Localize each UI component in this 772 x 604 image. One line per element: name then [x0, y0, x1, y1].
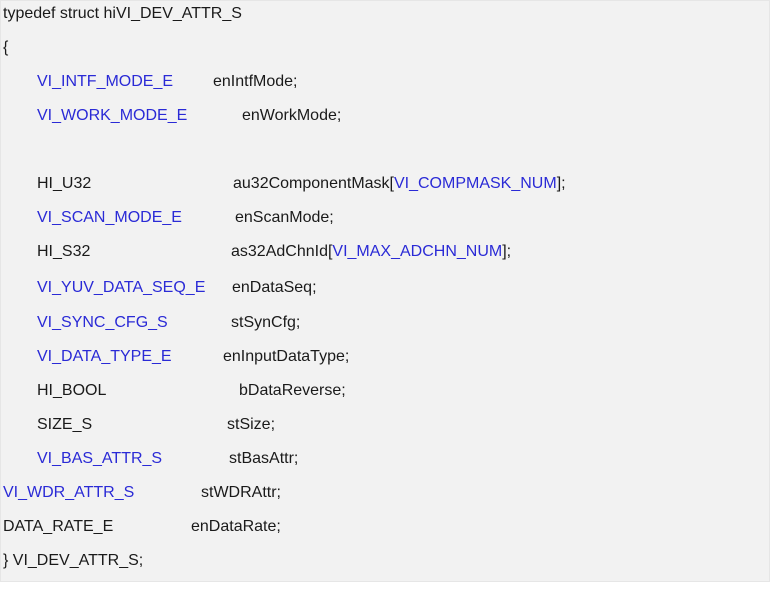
- member-field: stBasAttr;: [229, 450, 299, 467]
- member-row: HI_BOOL bDataReverse;: [1, 380, 771, 402]
- member-field: as32AdChnId[VI_MAX_ADCHN_NUM];: [231, 241, 511, 263]
- member-field: stSize;: [227, 416, 276, 433]
- member-row: VI_DATA_TYPE_E enInputDataType;: [1, 346, 771, 368]
- member-field: enIntfMode;: [213, 73, 298, 90]
- typedef-header: typedef struct hiVI_DEV_ATTR_S: [3, 5, 242, 22]
- member-field: bDataReverse;: [239, 382, 346, 399]
- member-field: enDataSeq;: [232, 279, 317, 296]
- member-field: enInputDataType;: [223, 348, 350, 365]
- member-row: VI_SCAN_MODE_E enScanMode;: [1, 207, 771, 229]
- member-type-link[interactable]: VI_WDR_ATTR_S: [3, 484, 135, 501]
- member-type: HI_BOOL: [37, 382, 107, 399]
- member-field-name: as32AdChnId[: [231, 243, 333, 260]
- member-type-link[interactable]: VI_DATA_TYPE_E: [37, 348, 172, 365]
- member-type: SIZE_S: [37, 416, 93, 433]
- member-type: HI_U32: [37, 175, 92, 192]
- member-field-suffix: ];: [556, 175, 566, 192]
- member-row: SIZE_S stSize;: [1, 414, 771, 436]
- member-row: VI_SYNC_CFG_S stSynCfg;: [1, 312, 771, 334]
- member-field: stWDRAttr;: [201, 484, 281, 501]
- member-type-link[interactable]: VI_BAS_ATTR_S: [37, 450, 163, 467]
- member-type-link[interactable]: VI_YUV_DATA_SEQ_E: [37, 279, 206, 296]
- code-block: typedef struct hiVI_DEV_ATTR_S { VI_INTF…: [0, 0, 770, 582]
- member-row: DATA_RATE_E enDataRate;: [1, 516, 771, 538]
- member-row: VI_WDR_ATTR_S stWDRAttr;: [1, 482, 771, 504]
- member-field: stSynCfg;: [231, 314, 301, 331]
- array-size-link[interactable]: VI_MAX_ADCHN_NUM: [332, 243, 503, 260]
- member-field: enDataRate;: [191, 518, 281, 535]
- member-row: VI_INTF_MODE_E enIntfMode;: [1, 71, 771, 93]
- member-row: VI_YUV_DATA_SEQ_E enDataSeq;: [1, 277, 771, 299]
- array-size-link[interactable]: VI_COMPMASK_NUM: [393, 175, 557, 192]
- open-brace: {: [3, 39, 9, 56]
- member-type-link[interactable]: VI_WORK_MODE_E: [37, 107, 188, 124]
- member-row: VI_BAS_ATTR_S stBasAttr;: [1, 448, 771, 470]
- member-type: HI_S32: [37, 243, 91, 260]
- member-type-link[interactable]: VI_SYNC_CFG_S: [37, 314, 168, 331]
- member-row: VI_WORK_MODE_E enWorkMode;: [1, 105, 771, 127]
- typedef-closing: } VI_DEV_ATTR_S;: [3, 552, 144, 569]
- member-row: HI_S32 as32AdChnId[VI_MAX_ADCHN_NUM];: [1, 241, 771, 263]
- member-field: au32ComponentMask[VI_COMPMASK_NUM];: [233, 173, 566, 195]
- member-row: HI_U32 au32ComponentMask[VI_COMPMASK_NUM…: [1, 173, 771, 195]
- member-type: DATA_RATE_E: [3, 518, 114, 535]
- member-field-name: au32ComponentMask[: [233, 175, 394, 192]
- member-field: enWorkMode;: [242, 107, 342, 124]
- member-field: enScanMode;: [235, 209, 334, 226]
- member-type-link[interactable]: VI_SCAN_MODE_E: [37, 209, 182, 226]
- member-field-suffix: ];: [502, 243, 512, 260]
- member-type-link[interactable]: VI_INTF_MODE_E: [37, 73, 174, 90]
